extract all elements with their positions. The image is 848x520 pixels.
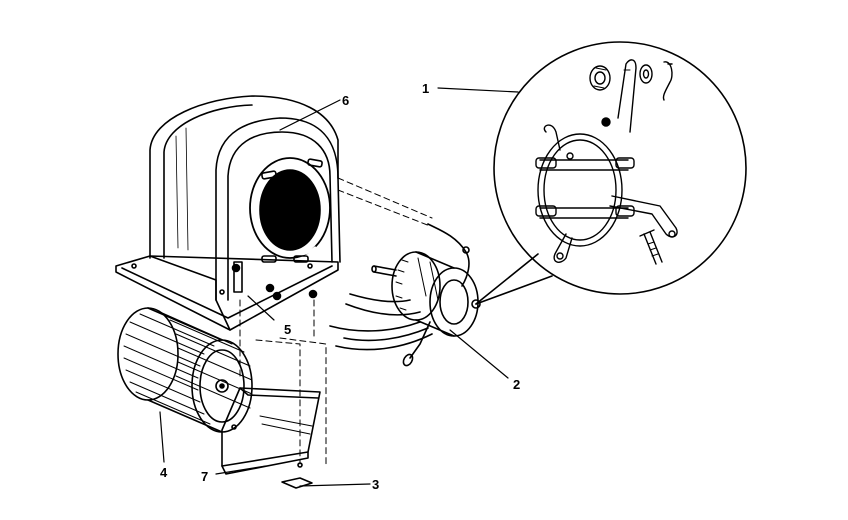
nut	[589, 65, 611, 91]
callout-7: 7	[201, 469, 209, 484]
detail-circle	[475, 41, 747, 305]
bracket-7	[221, 387, 321, 475]
callout-1: 1	[422, 81, 430, 96]
callout-6: 6	[342, 93, 350, 108]
callout-2: 2	[513, 377, 521, 392]
assembly-lines	[239, 177, 433, 467]
blower-housing	[115, 95, 341, 331]
blower-wheel	[117, 307, 253, 433]
callout-5: 5	[284, 322, 292, 337]
clip	[662, 61, 673, 101]
callout-4: 4	[160, 465, 168, 480]
motor	[329, 223, 481, 367]
hardware-3	[281, 477, 313, 489]
screws-5	[231, 261, 318, 301]
callout-3: 3	[372, 477, 380, 492]
leader-lines	[159, 87, 519, 487]
washer	[639, 64, 653, 84]
motor-mount-kit	[535, 59, 678, 265]
